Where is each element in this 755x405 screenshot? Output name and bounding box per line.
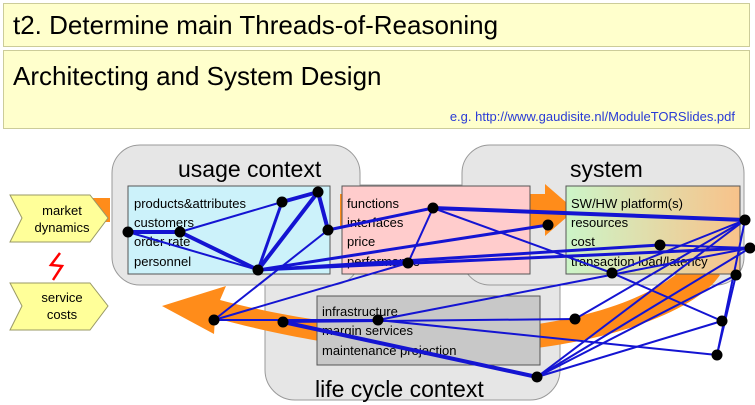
- page-title: t2. Determine main Threads-of-Reasoning: [13, 10, 499, 40]
- service-costs-label-1: service: [41, 290, 82, 305]
- thread-network: [122, 186, 755, 383]
- thread-node: [716, 315, 728, 327]
- thread-node: [252, 264, 264, 276]
- market-dynamics-label-2: dynamics: [35, 220, 90, 235]
- thread-link: [179, 201, 283, 233]
- usage-item: products&attributes: [134, 196, 247, 211]
- thread-link: [536, 247, 751, 378]
- reference-link[interactable]: e.g. http://www.gaudisite.nl/ModuleTORSl…: [449, 109, 735, 124]
- thread-link: [574, 219, 746, 320]
- thread-link: [179, 230, 259, 272]
- title-bar: t2. Determine main Threads-of-Reasoning: [3, 3, 750, 47]
- thread-node: [730, 269, 742, 281]
- service-costs-chevron[interactable]: [9, 282, 109, 331]
- thread-node: [276, 196, 288, 208]
- thread-link: [327, 206, 434, 232]
- thread-node: [277, 316, 289, 328]
- thread-node: [208, 314, 220, 326]
- thread-node: [654, 239, 666, 251]
- lifecycle-item: margin services: [322, 323, 414, 338]
- thread-node: [569, 313, 581, 325]
- thread-node: [312, 186, 324, 198]
- subtitle-bar: Architecting and System Design e.g. http…: [3, 50, 750, 129]
- usage-item: customers: [134, 215, 194, 230]
- thread-link: [213, 229, 329, 321]
- usage-item: personnel: [134, 254, 191, 269]
- thread-node: [711, 349, 723, 361]
- thread-link: [281, 190, 319, 204]
- thread-link: [432, 207, 613, 274]
- thread-link: [407, 207, 434, 264]
- thread-link: [716, 274, 737, 356]
- thread-node: [531, 371, 543, 383]
- thread-link: [282, 320, 538, 379]
- usage-context-label: usage context: [178, 156, 322, 182]
- functions-item: functions: [347, 196, 400, 211]
- system-context-label: system: [570, 156, 643, 182]
- functions-item: price: [347, 234, 375, 249]
- thread-link: [256, 190, 320, 272]
- system-box: [565, 185, 741, 275]
- lightning-bolt-icon: [48, 252, 65, 281]
- thread-node: [542, 219, 554, 231]
- thread-link: [316, 191, 330, 231]
- service-costs-label-2: costs: [47, 307, 78, 322]
- thread-node: [322, 224, 334, 236]
- thread-link: [377, 247, 751, 321]
- thread-node: [372, 314, 384, 326]
- thread-link: [282, 318, 576, 323]
- thread-node: [427, 202, 439, 214]
- lifecycle-item: infrastructure: [322, 304, 398, 319]
- thread-link: [127, 231, 259, 271]
- thread-link: [256, 201, 284, 271]
- thread-node: [744, 242, 755, 254]
- thread-link: [659, 244, 751, 249]
- thread-node: [606, 267, 618, 279]
- thread-link: [611, 272, 723, 322]
- thread-link: [536, 274, 737, 378]
- thread-node: [174, 226, 186, 238]
- feedback-arrow: [162, 262, 720, 354]
- market-dynamics-label-1: market: [42, 203, 82, 218]
- system-item: cost: [571, 234, 595, 249]
- page-subtitle: Architecting and System Design: [13, 61, 382, 91]
- system-item: resources: [571, 215, 629, 230]
- thread-link: [377, 319, 718, 356]
- lifecycle-context-label: life cycle context: [315, 376, 484, 402]
- thread-node: [122, 226, 134, 238]
- thread-link: [536, 320, 723, 378]
- system-item: SW/HW platform(s): [571, 196, 683, 211]
- thread-node: [402, 257, 414, 269]
- functions-item: interfaces: [347, 215, 404, 230]
- market-dynamics-chevron[interactable]: [9, 194, 109, 243]
- thread-link: [213, 262, 409, 321]
- thread-node: [739, 214, 751, 226]
- thread-link: [432, 206, 746, 222]
